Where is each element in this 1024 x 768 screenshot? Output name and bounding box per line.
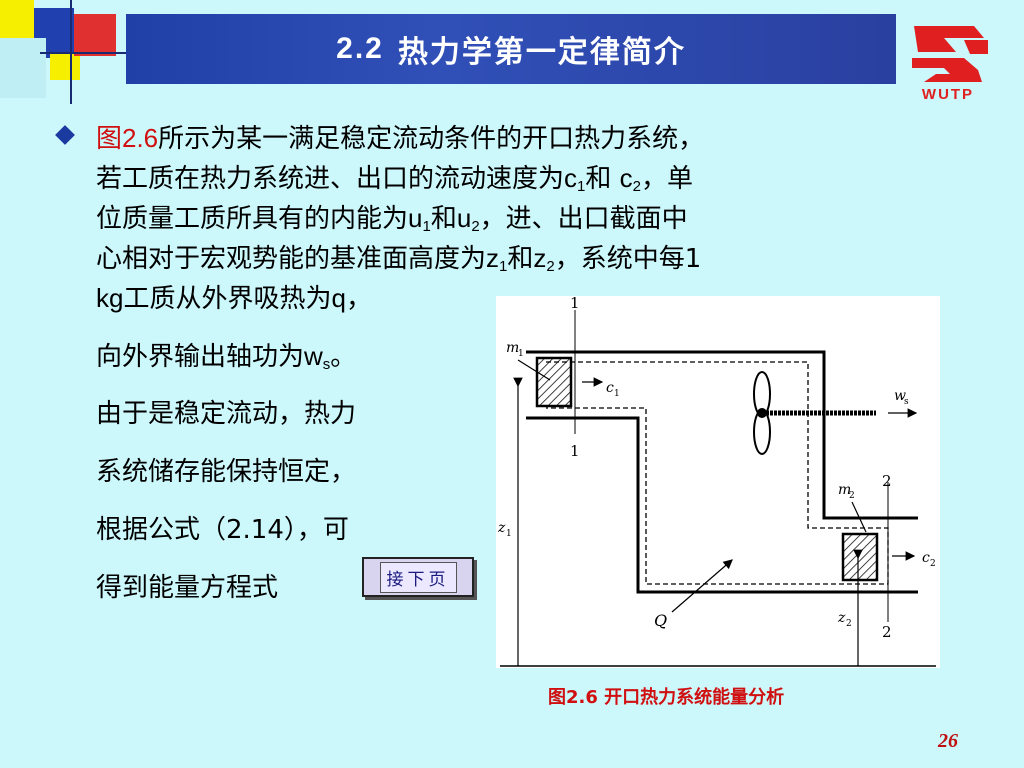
body-line-8: 系统储存能保持恒定， <box>96 457 357 487</box>
z2-label: z <box>837 610 846 626</box>
section-1-top-label: 1 <box>570 296 580 312</box>
z1-subscript: 1 <box>506 529 512 539</box>
c1-label: c <box>606 380 614 396</box>
section-2-top-label: 2 <box>882 472 892 490</box>
c2-subscript: 2 <box>930 559 936 569</box>
title-bar: 2.2 热力学第一定律简介 <box>126 14 896 84</box>
c2-label: c <box>922 550 930 566</box>
body-line-7: 由于是稳定流动，热力 <box>96 399 357 429</box>
body-line-1: 图2.6所示为某一满足稳定流动条件的开口热力系统， <box>96 123 705 154</box>
m1-label: m <box>506 340 519 356</box>
wutp-logo-icon <box>912 26 988 82</box>
next-page-label: 接下页 <box>379 561 457 593</box>
body-text: 图2.6所示为某一满足稳定流动条件的开口热力系统， 若工质在热力系统进、出口的流… <box>96 118 956 608</box>
z1-label: z <box>497 520 506 536</box>
ws-label: w <box>894 388 906 404</box>
body-line-9: 根据公式（2.14），可 <box>96 515 349 545</box>
m2-subscript: 2 <box>849 491 855 501</box>
figure-open-system-diagram: 1 1 2 2 m 1 c 1 w s m 2 c 2 z 1 <box>496 294 940 668</box>
next-page-button[interactable]: 接下页 <box>362 557 474 597</box>
c1-subscript: 1 <box>614 389 620 399</box>
logo-text: WUTP <box>921 86 975 103</box>
m1-subscript: 1 <box>518 349 524 359</box>
section-1-bottom-label: 1 <box>570 442 580 460</box>
body-line-6: 向外界输出轴功为ws。 <box>96 341 357 373</box>
heat-q-label: Q <box>654 611 667 630</box>
z2-subscript: 2 <box>846 619 852 629</box>
decor-block-left-band <box>0 38 46 98</box>
decor-block-yellow-mid <box>50 52 80 80</box>
decor-block-yellow-top <box>0 0 34 38</box>
body-line-3: 位质量工质所具有的内能为u1和u2，进、出口截面中 <box>96 203 688 235</box>
figure-caption: 图2.6 开口热力系统能量分析 <box>548 687 785 708</box>
body-line-2: 若工质在热力系统进、出口的流动速度为c1和 c2，单 <box>96 163 693 195</box>
page-title: 热力学第一定律简介 <box>397 35 686 70</box>
bullet-diamond-icon <box>55 125 75 145</box>
body-line-4: 心相对于宏观势能的基准面高度为z1和z2，系统中每1 <box>96 243 702 275</box>
section-2-bottom-label: 2 <box>882 623 892 641</box>
decor-horizontal-line <box>40 52 130 54</box>
turbine-fan-icon <box>753 371 876 455</box>
body-line-5: kg工质从外界吸热为q， <box>96 283 372 314</box>
figure-reference-link[interactable]: 图2.6 <box>96 123 159 153</box>
page-number: 26 <box>938 730 958 752</box>
body-line-10: 得到能量方程式 <box>96 573 279 603</box>
m2-label: m <box>838 482 851 498</box>
decor-block-red <box>74 14 116 56</box>
ws-subscript: s <box>904 397 909 407</box>
title-number: 2.2 <box>336 32 384 65</box>
